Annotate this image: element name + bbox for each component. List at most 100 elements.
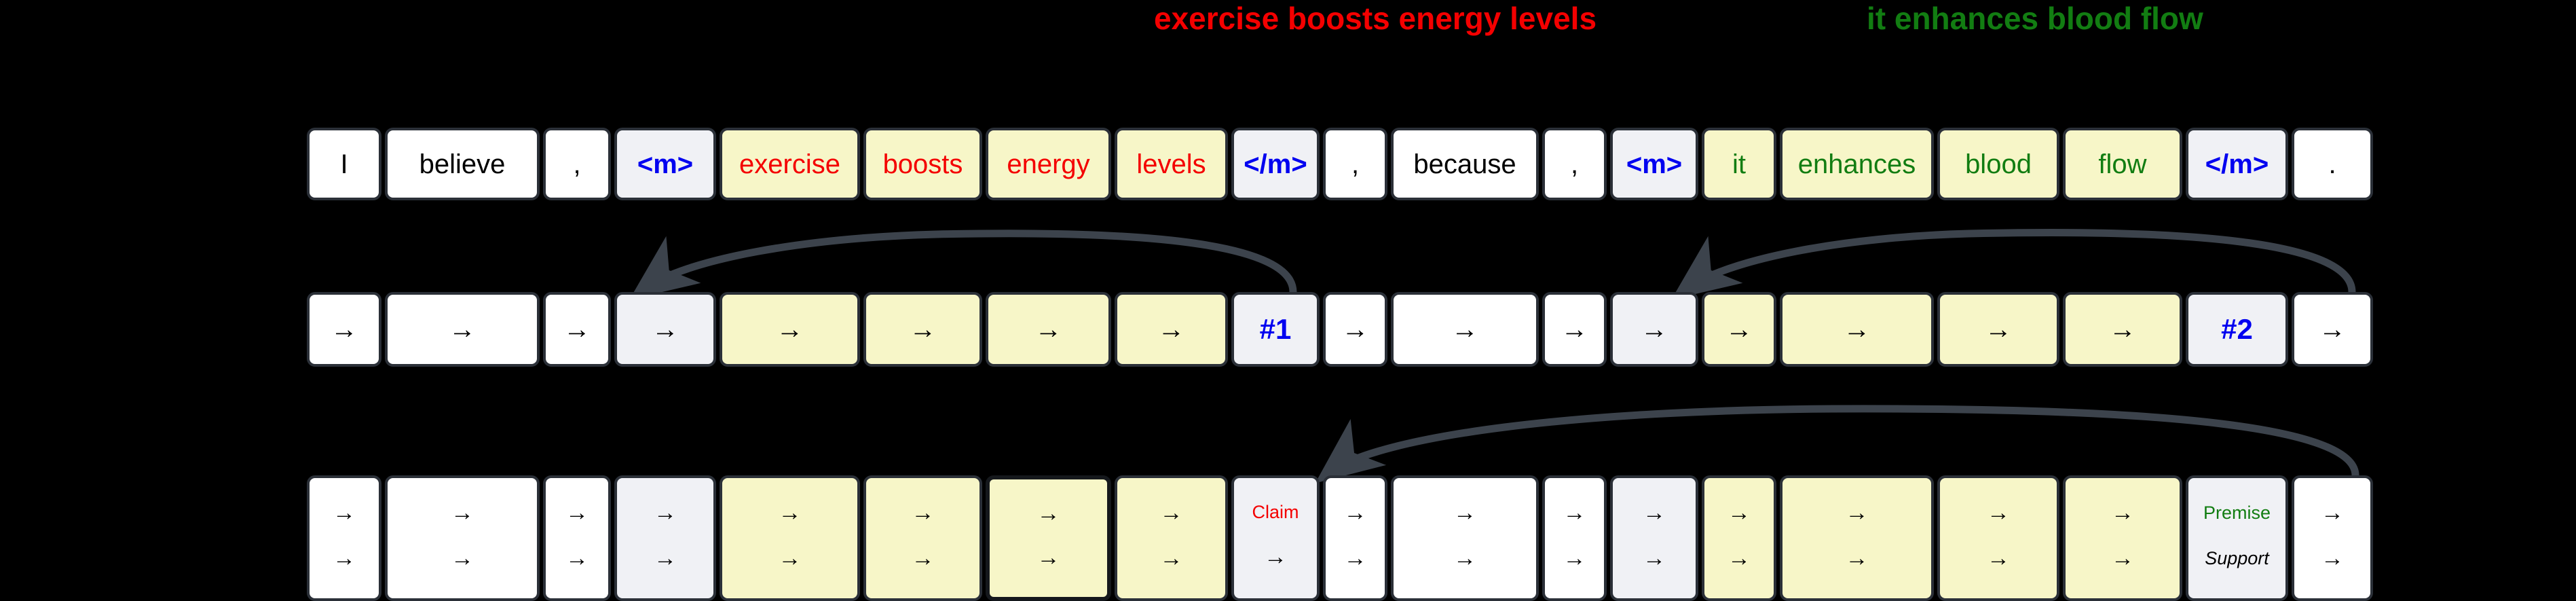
right-arrow-icon: → [565,500,589,526]
right-arrow-icon: → [776,314,804,344]
label-cell[interactable]: →→ [1391,475,1539,601]
right-arrow-icon: → [1985,314,2012,344]
token-text: , [1351,149,1360,179]
label-cell[interactable]: →→ [2292,475,2373,601]
component-label: Claim [1252,501,1299,522]
token-cell[interactable]: energy [986,128,1111,200]
right-arrow-icon: → [1987,545,2010,571]
relation-arrow-cell[interactable]: → [1937,292,2059,367]
right-arrow-icon: → [2109,314,2136,344]
right-arrow-icon: → [1343,545,1367,571]
relation-arrow-cell[interactable]: → [1115,292,1228,367]
label-cell[interactable]: →→ [307,475,381,601]
arc-premise-supports-claim [1315,405,2359,484]
label-cell[interactable]: →→ [720,475,860,601]
token-cell[interactable]: </m> [2186,128,2288,200]
relation-tag-cell[interactable]: #2 [2186,292,2288,367]
relation-tag: #1 [1259,313,1292,345]
right-arrow-icon: → [1643,500,1666,526]
token-text: blood [1965,149,2032,179]
label-cell[interactable]: →→ [2063,475,2182,601]
right-arrow-icon: → [1728,500,1751,526]
label-cell[interactable]: →→ [385,475,540,601]
right-arrow-icon: → [2319,314,2346,344]
right-arrow-icon: → [1343,500,1367,526]
token-text: </m> [1244,149,1307,179]
token-text: enhances [1797,149,1916,179]
label-cell[interactable]: →→ [1780,475,1934,601]
label-cell[interactable]: →→ [614,475,716,601]
token-cell[interactable]: because [1391,128,1539,200]
token-cell[interactable]: exercise [720,128,860,200]
token-cell[interactable]: . [2292,128,2373,200]
token-cell[interactable]: I [307,128,381,200]
token-cell[interactable]: enhances [1780,128,1934,200]
token-text: exercise [739,149,840,179]
label-cell[interactable]: →→ [1610,475,1698,601]
token-cell[interactable]: , [1323,128,1387,200]
right-arrow-icon: → [654,500,677,526]
label-cell[interactable]: →→ [1323,475,1387,601]
right-arrow-icon: → [1453,500,1476,526]
token-text: . [2328,149,2336,179]
token-cell[interactable]: <m> [614,128,716,200]
label-cell[interactable]: →→ [1542,475,1607,601]
label-cell[interactable]: →→ [863,475,982,601]
label-cell[interactable]: →→ [1937,475,2059,601]
right-arrow-icon: → [451,545,474,571]
token-text: it [1732,149,1746,179]
token-text: <m> [1626,149,1683,179]
relation-arrow-cell[interactable]: → [1391,292,1539,367]
relation-arrow-cell[interactable]: → [1542,292,1607,367]
relation-arrow-cell[interactable]: → [863,292,982,367]
right-arrow-icon: → [1037,500,1060,527]
label-cell[interactable]: →→ [986,475,1111,601]
token-text: I [340,149,348,179]
right-arrow-icon: → [1451,314,1478,344]
label-cell[interactable]: →→ [1115,475,1228,601]
right-arrow-icon: → [778,545,802,571]
relation-arrow-cell[interactable]: → [385,292,540,367]
label-cell[interactable]: Claim→ [1231,475,1320,601]
token-cell[interactable]: <m> [1610,128,1698,200]
right-arrow-icon: → [1563,545,1586,571]
right-arrow-icon: → [565,545,589,571]
token-cell[interactable]: levels [1115,128,1228,200]
right-arrow-icon: → [911,545,935,571]
right-arrow-icon: → [2321,500,2344,526]
relation-arrow-cell[interactable]: → [614,292,716,367]
token-cell[interactable]: believe [385,128,540,200]
relation-arrow-cell[interactable]: → [307,292,381,367]
token-text: flow [2098,149,2147,179]
token-cell[interactable]: boosts [863,128,982,200]
right-arrow-icon: → [652,314,679,344]
label-cell[interactable]: →→ [1702,475,1776,601]
relation-arrow-cell[interactable]: → [1323,292,1387,367]
relation-tag-cell[interactable]: #1 [1231,292,1320,367]
relation-arrow-cell[interactable]: → [2292,292,2373,367]
relation-arrow-cell[interactable]: → [720,292,860,367]
annotation-2: it enhances blood flow [1867,1,2203,36]
token-cell[interactable]: </m> [1231,128,1320,200]
token-cell[interactable]: flow [2063,128,2182,200]
token-cell[interactable]: it [1702,128,1776,200]
token-cell[interactable]: blood [1937,128,2059,200]
token-text: energy [1007,149,1090,179]
relation-arrow-cell[interactable]: → [986,292,1111,367]
right-arrow-icon: → [654,545,677,571]
token-cell[interactable]: , [1542,128,1607,200]
token-text: , [1570,149,1579,179]
right-arrow-icon: → [1641,314,1668,344]
relation-arrow-cell[interactable]: → [2063,292,2182,367]
relation-arrow-cell[interactable]: → [1702,292,1776,367]
right-arrow-icon: → [2111,545,2134,571]
token-text: </m> [2205,149,2269,179]
right-arrow-icon: → [449,314,476,344]
relation-arrow-cell[interactable]: → [543,292,611,367]
label-cell[interactable]: →→ [543,475,611,601]
right-arrow-icon: → [1987,500,2010,526]
relation-arrow-cell[interactable]: → [1610,292,1698,367]
token-cell[interactable]: , [543,128,611,200]
relation-arrow-cell[interactable]: → [1780,292,1934,367]
